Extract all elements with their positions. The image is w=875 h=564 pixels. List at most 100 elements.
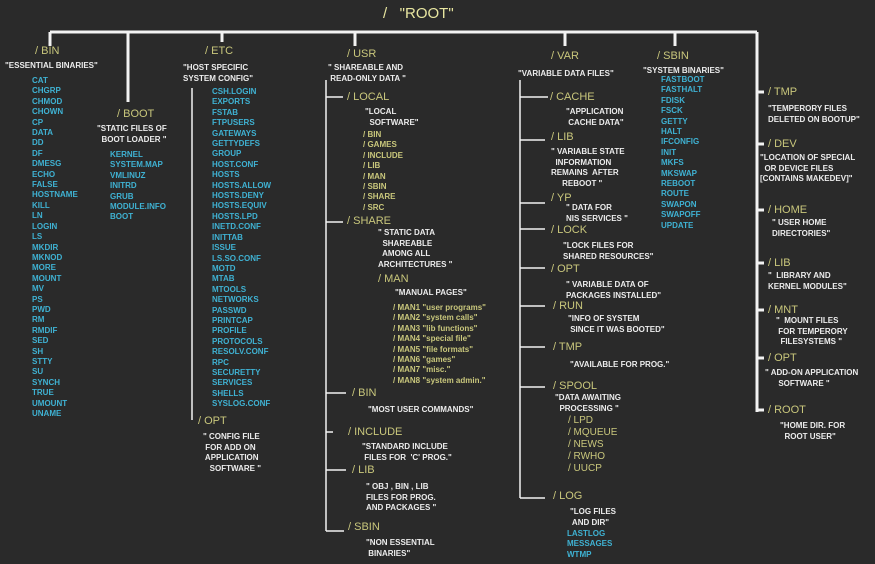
list-item: HOSTS.DENY	[212, 191, 265, 201]
list-item: ECHO	[32, 169, 56, 179]
list-item: / RWHO	[568, 451, 606, 462]
var-log-desc: "LOG FILES AND DIR"	[570, 507, 617, 527]
var-tmp-desc: "AVAILABLE FOR PROG."	[570, 360, 670, 369]
dir-root: / ROOT	[768, 404, 806, 416]
var-yp-desc: " DATA FOR NIS SERVICES "	[566, 203, 628, 223]
var-lib-desc: " VARIABLE STATE INFORMATION REMAINS AFT…	[551, 147, 625, 188]
list-item: RM	[32, 315, 45, 325]
dir-usr-include: / INCLUDE	[348, 426, 403, 438]
dir-lib: / LIB	[768, 257, 791, 269]
list-item: PS	[32, 294, 43, 304]
dir-usr-bin: / BIN	[352, 387, 377, 399]
opt-desc: " ADD-ON APPLICATION SOFTWARE "	[765, 368, 859, 388]
list-item: LOGIN	[32, 221, 58, 231]
list-item: HOSTS.EQUIV	[212, 201, 267, 211]
list-item: / MAN4 "special file"	[393, 334, 471, 344]
list-item: FASTHALT	[661, 85, 703, 95]
usr-share-desc: " STATIC DATA SHAREABLE AMONG ALL ARCHIT…	[378, 228, 453, 269]
var-run-desc: "INFO OF SYSTEM SINCE IT WAS BOOTED"	[568, 314, 665, 334]
dir-var-yp: / YP	[551, 192, 572, 204]
list-item: UMOUNT	[32, 398, 68, 408]
list-item: PWD	[32, 304, 51, 314]
dir-var-run: / RUN	[553, 300, 583, 312]
list-item: HOSTS	[212, 170, 240, 180]
list-item: CSH.LOGIN	[212, 87, 257, 96]
list-item: DD	[32, 138, 44, 148]
list-item: / LPD	[568, 415, 594, 426]
list-item: HOSTS.LPD	[212, 211, 258, 221]
list-item: LN	[32, 211, 43, 221]
list-item: PASSWD	[212, 305, 247, 315]
list-item: / MAN	[363, 171, 386, 181]
list-item: CHOWN	[32, 107, 64, 117]
list-item: / MQUEUE	[568, 427, 618, 438]
list-item: CP	[32, 117, 44, 127]
dir-var-spool: / SPOOL	[553, 380, 598, 392]
list-item: VMLINUZ	[110, 170, 146, 180]
list-item: TRUE	[32, 388, 54, 398]
list-item: / MAN5 "file formats"	[393, 344, 474, 354]
dir-usr-lib: / LIB	[352, 464, 375, 476]
list-item: SYNCH	[32, 377, 61, 387]
dir-etc-opt: / OPT	[198, 415, 227, 427]
list-item: KILL	[32, 200, 50, 210]
list-item: RPC	[212, 357, 229, 367]
list-item: LASTLOG	[567, 529, 606, 538]
list-item: SYSLOG.CONF	[212, 399, 271, 409]
list-item: NETWORKS	[212, 295, 259, 305]
list-item: INETD.CONF	[212, 222, 261, 232]
dir-var: / VAR	[551, 50, 579, 62]
usr-include-desc: "STANDARD INCLUDE FILES FOR 'C' PROG."	[362, 442, 452, 462]
sbin-desc: "SYSTEM BINARIES"	[643, 66, 724, 75]
dir-var-lock: / LOCK	[551, 224, 588, 236]
list-item: KERNEL	[110, 150, 143, 159]
list-item: WTMP	[567, 549, 592, 559]
list-item: FALSE	[32, 180, 58, 190]
usr-local-list: / BIN/ GAMES/ INCLUDE/ LIB/ MAN/ SBIN/ S…	[363, 130, 403, 213]
list-item: FSCK	[661, 106, 683, 116]
dir-boot: / BOOT	[117, 108, 155, 120]
list-item: REBOOT	[661, 179, 696, 189]
dir-usr-share-man: / MAN	[378, 273, 409, 285]
usr-share-man-desc: "MANUAL PAGES"	[395, 288, 467, 297]
usr-lib-desc: " OBJ , BIN , LIB FILES FOR PROG. AND PA…	[366, 482, 437, 512]
list-item: SED	[32, 336, 49, 346]
dir-usr-sbin: / SBIN	[348, 521, 380, 533]
man-section-list: / MAN1 "user programs"/ MAN2 "system cal…	[393, 303, 486, 386]
boot-desc: "STATIC FILES OF BOOT LOADER "	[97, 124, 167, 144]
list-item: / INCLUDE	[363, 150, 403, 160]
usr-sbin-desc: "NON ESSENTIAL BINARIES"	[366, 538, 435, 558]
dir-mnt: / MNT	[768, 304, 798, 316]
root-desc: "HOME DIR. FOR ROOT USER"	[780, 421, 846, 441]
dir-etc: / ETC	[205, 45, 234, 57]
list-item: / MAN3 "lib functions"	[393, 323, 478, 333]
dir-var-log: / LOG	[553, 490, 583, 502]
dir-var-opt: / OPT	[551, 263, 580, 275]
list-item: SH	[32, 346, 44, 356]
list-item: MORE	[32, 263, 56, 273]
list-item: / GAMES	[363, 140, 397, 150]
list-item: MTAB	[212, 274, 235, 284]
var-lock-desc: "LOCK FILES FOR SHARED RESOURCES"	[563, 241, 654, 261]
dev-desc: "LOCATION OF SPECIAL OR DEVICE FILES [CO…	[760, 153, 856, 183]
list-item: INITTAB	[212, 232, 243, 242]
list-item: DATA	[32, 128, 54, 138]
list-item: SWAPON	[661, 199, 697, 209]
dir-sbin: / SBIN	[657, 50, 689, 62]
list-item: LS	[32, 232, 43, 242]
list-item: MKFS	[661, 158, 684, 168]
var-cache-desc: "APPLICATION CACHE DATA"	[566, 107, 624, 127]
list-item: GATEWAYS	[212, 128, 257, 138]
list-item: HOSTS.ALLOW	[212, 180, 272, 190]
list-item: ISSUE	[212, 243, 237, 253]
list-item: / BIN	[363, 130, 382, 139]
list-item: HOST.CONF	[212, 159, 259, 169]
mnt-desc: " MOUNT FILES FOR TEMPERORY FILESYSTEMS …	[776, 316, 848, 346]
dir-usr-local: / LOCAL	[347, 91, 390, 103]
list-item: MESSAGES	[567, 539, 613, 549]
list-item: CHMOD	[32, 96, 63, 106]
list-item: / SHARE	[363, 192, 396, 202]
